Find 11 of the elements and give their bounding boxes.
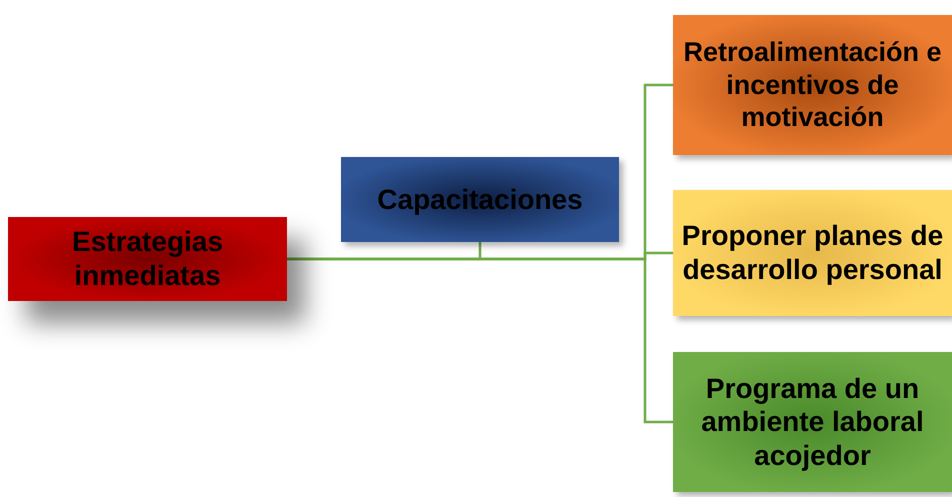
box-label: Proponer planes de desarrollo personal	[680, 219, 944, 287]
topic-box	[673, 352, 952, 492]
topic-box	[341, 157, 619, 242]
box-label: Capacitaciones	[377, 182, 583, 216]
topic-box	[673, 190, 952, 316]
topic-box	[673, 15, 952, 155]
box-label: Programa de un ambiente laboral acojedor	[700, 372, 925, 472]
strategy-box	[8, 217, 287, 301]
box-label: Retroalimentación e incentivos de motivación	[682, 36, 943, 134]
connector-line	[287, 258, 673, 424]
box-label: Estrategias inmediatas	[71, 225, 224, 293]
